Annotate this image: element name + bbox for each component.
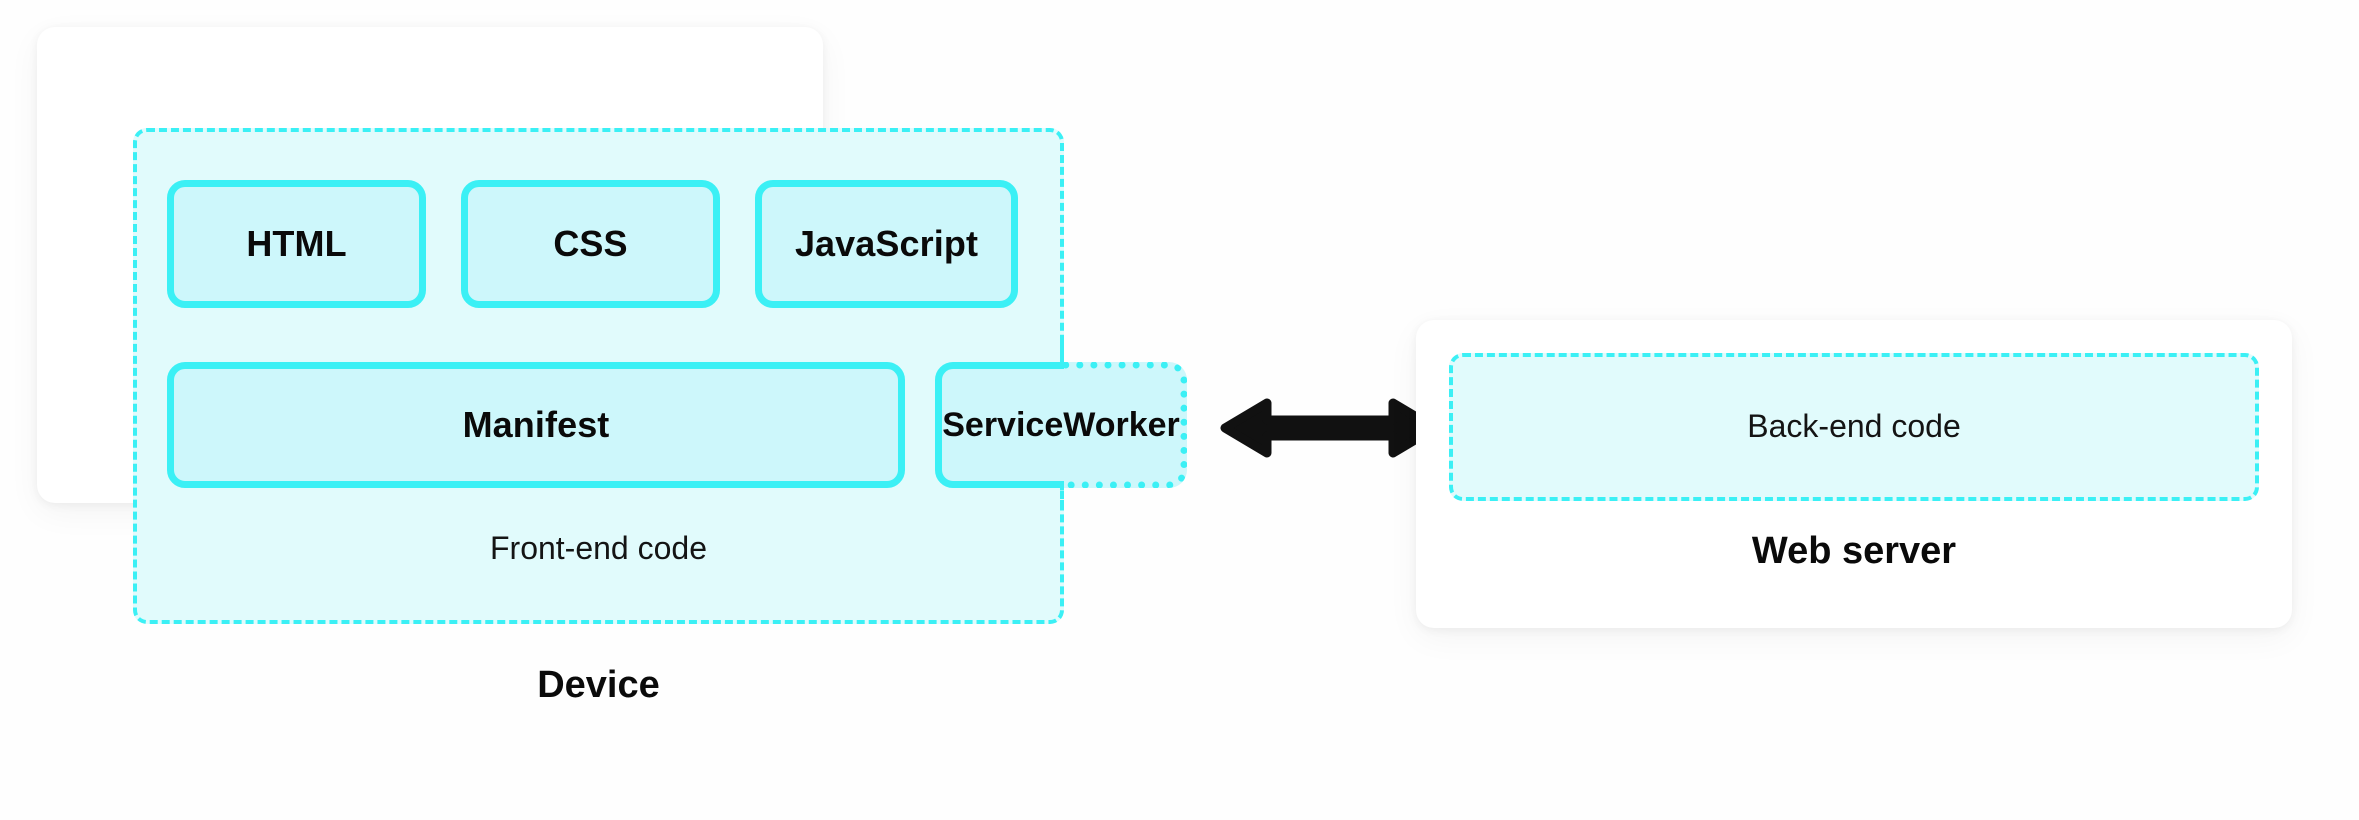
back-end-code-caption: Back-end code xyxy=(1747,408,1961,444)
front-end-border-stub-top xyxy=(1060,342,1064,368)
front-end-code-caption: Front-end code xyxy=(489,530,707,566)
double-headed-arrow-icon xyxy=(1220,398,1440,458)
html-box-label: HTML xyxy=(246,223,347,265)
device-title: Device xyxy=(537,664,660,706)
back-end-code-region xyxy=(1449,353,2259,501)
javascript-box[interactable]: JavaScript xyxy=(755,180,1018,308)
html-box[interactable]: HTML xyxy=(167,180,426,308)
manifest-box[interactable]: Manifest xyxy=(167,362,905,488)
service-worker-label-line1: Service xyxy=(942,405,1064,444)
css-box-label: CSS xyxy=(553,223,628,265)
service-worker-label-line2: Worker xyxy=(1063,405,1180,444)
front-end-border-stub-bottom xyxy=(1060,482,1064,508)
css-box[interactable]: CSS xyxy=(461,180,720,308)
manifest-box-label: Manifest xyxy=(462,404,610,446)
javascript-box-label: JavaScript xyxy=(794,223,979,265)
web-server-title: Web server xyxy=(1751,530,1957,572)
